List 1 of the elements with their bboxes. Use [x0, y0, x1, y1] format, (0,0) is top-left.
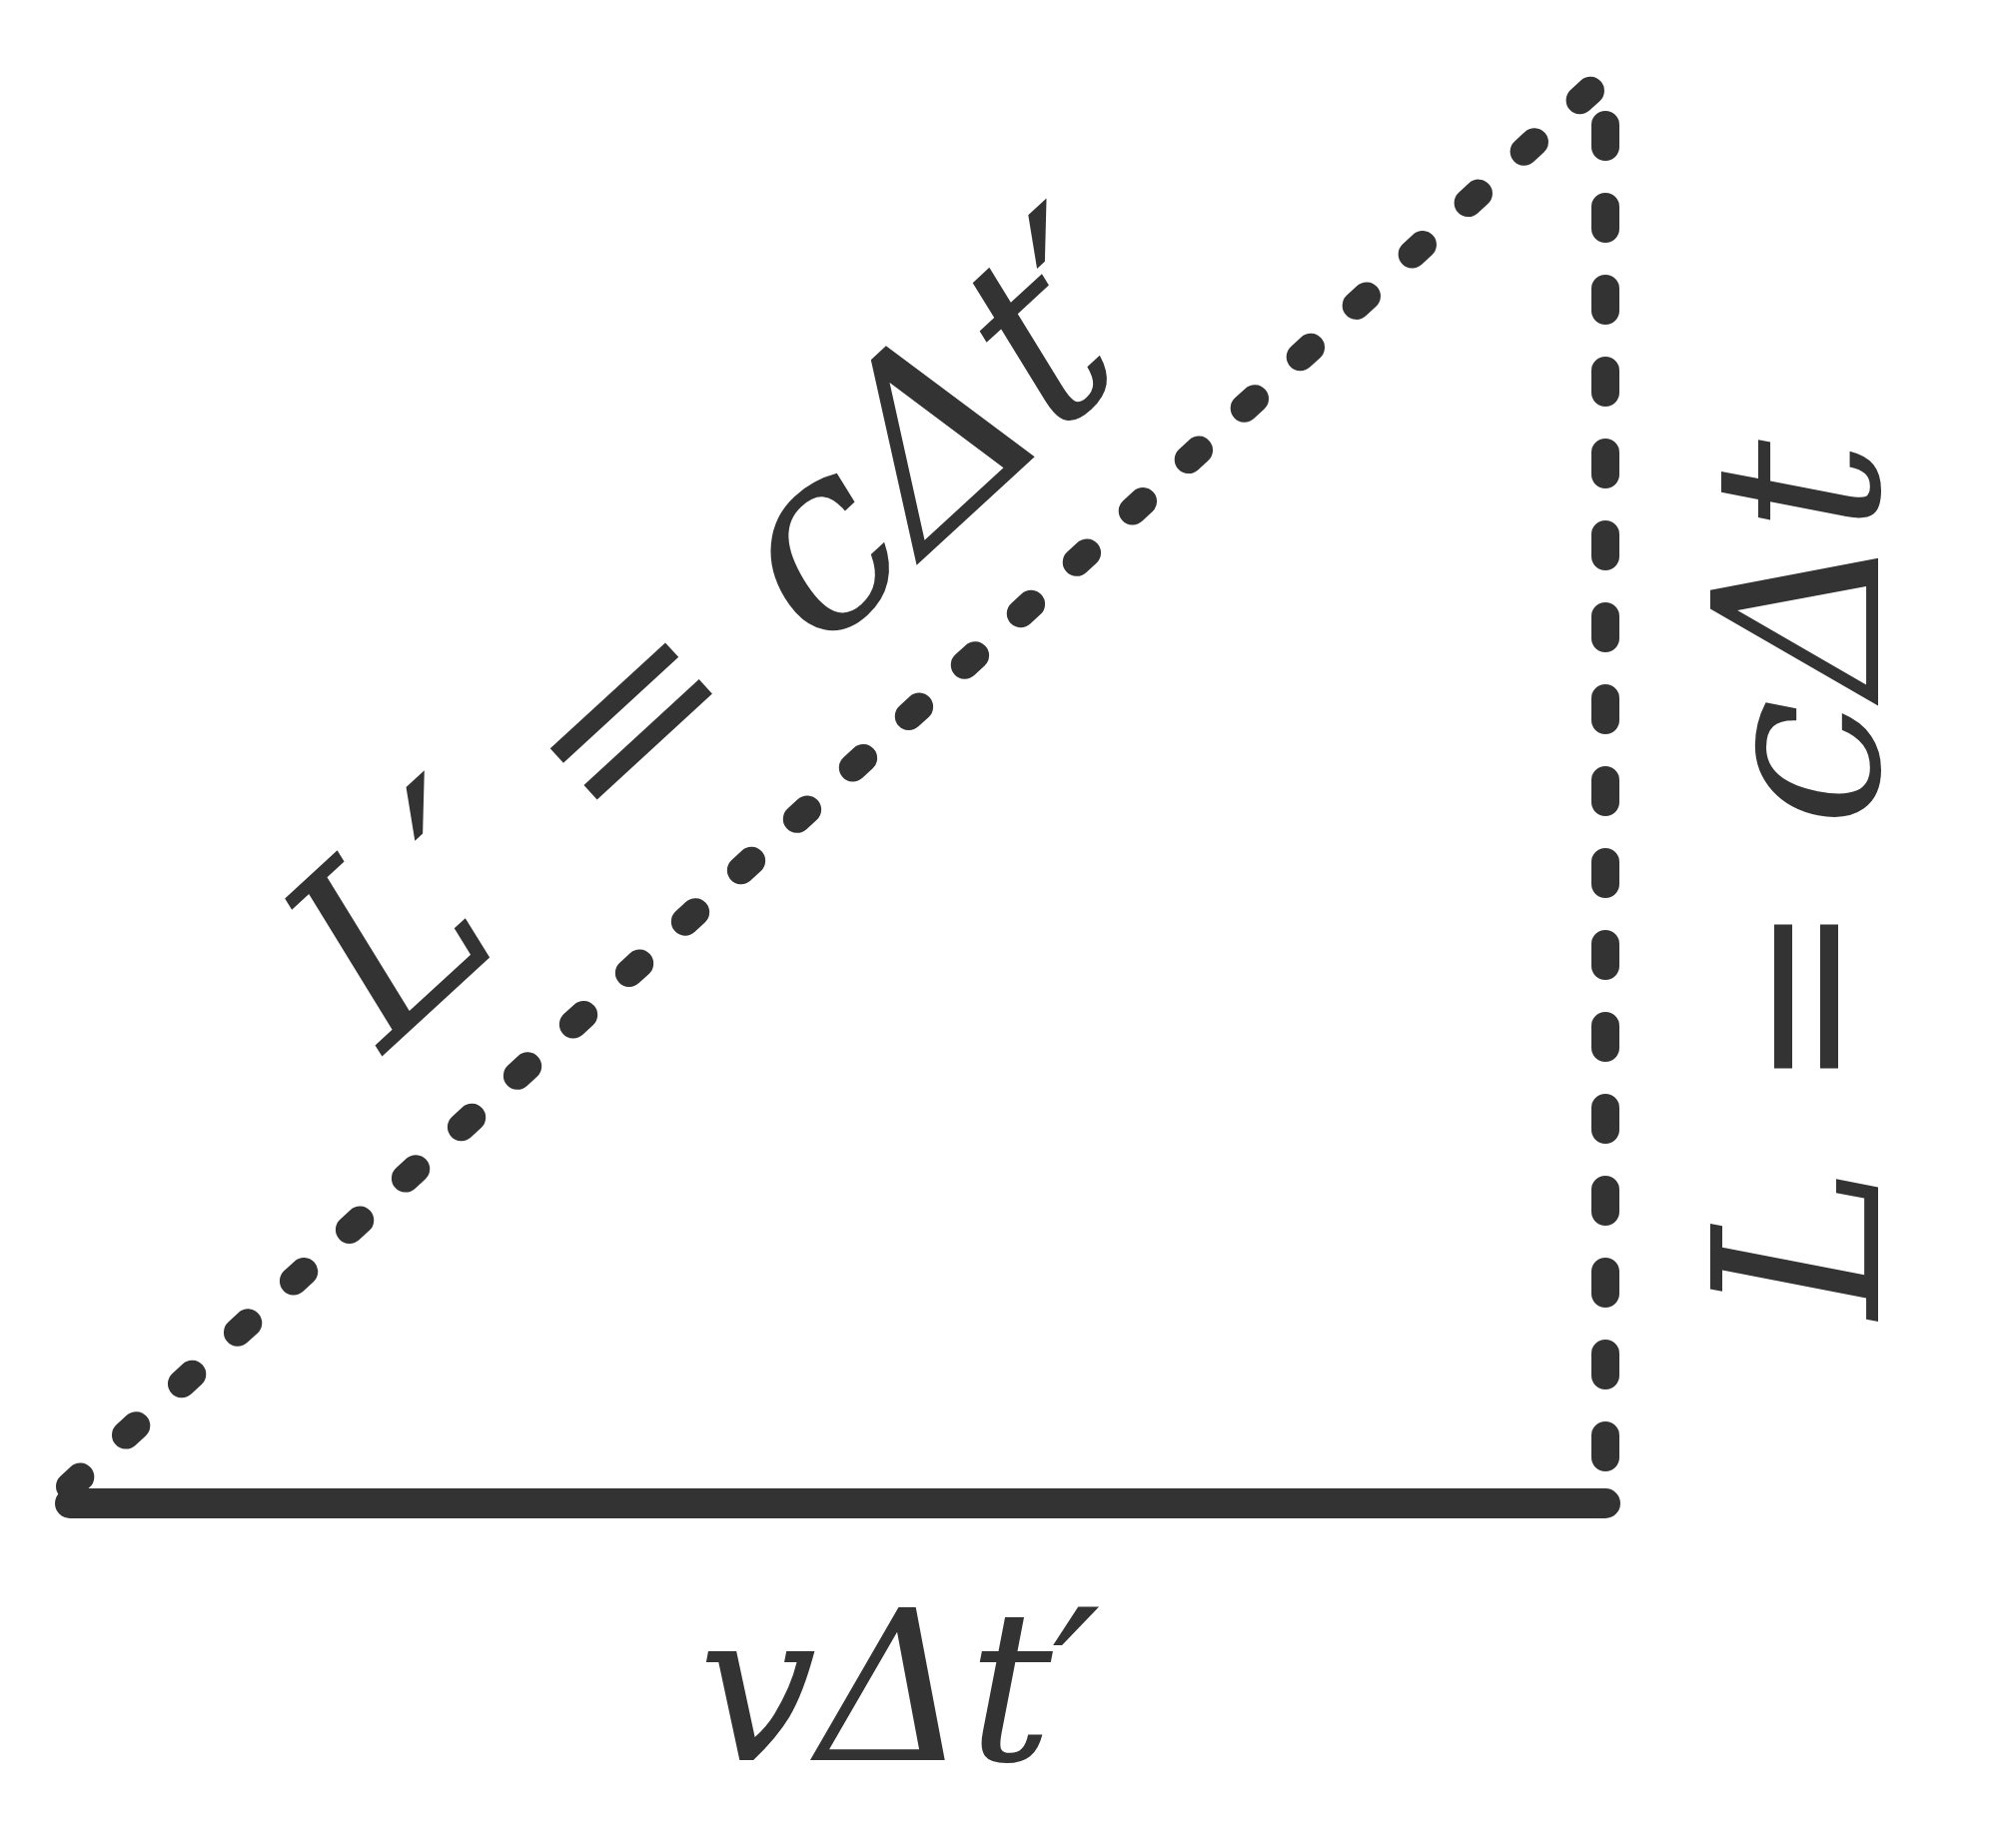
base-expression: vΔt′	[698, 1583, 1101, 1793]
